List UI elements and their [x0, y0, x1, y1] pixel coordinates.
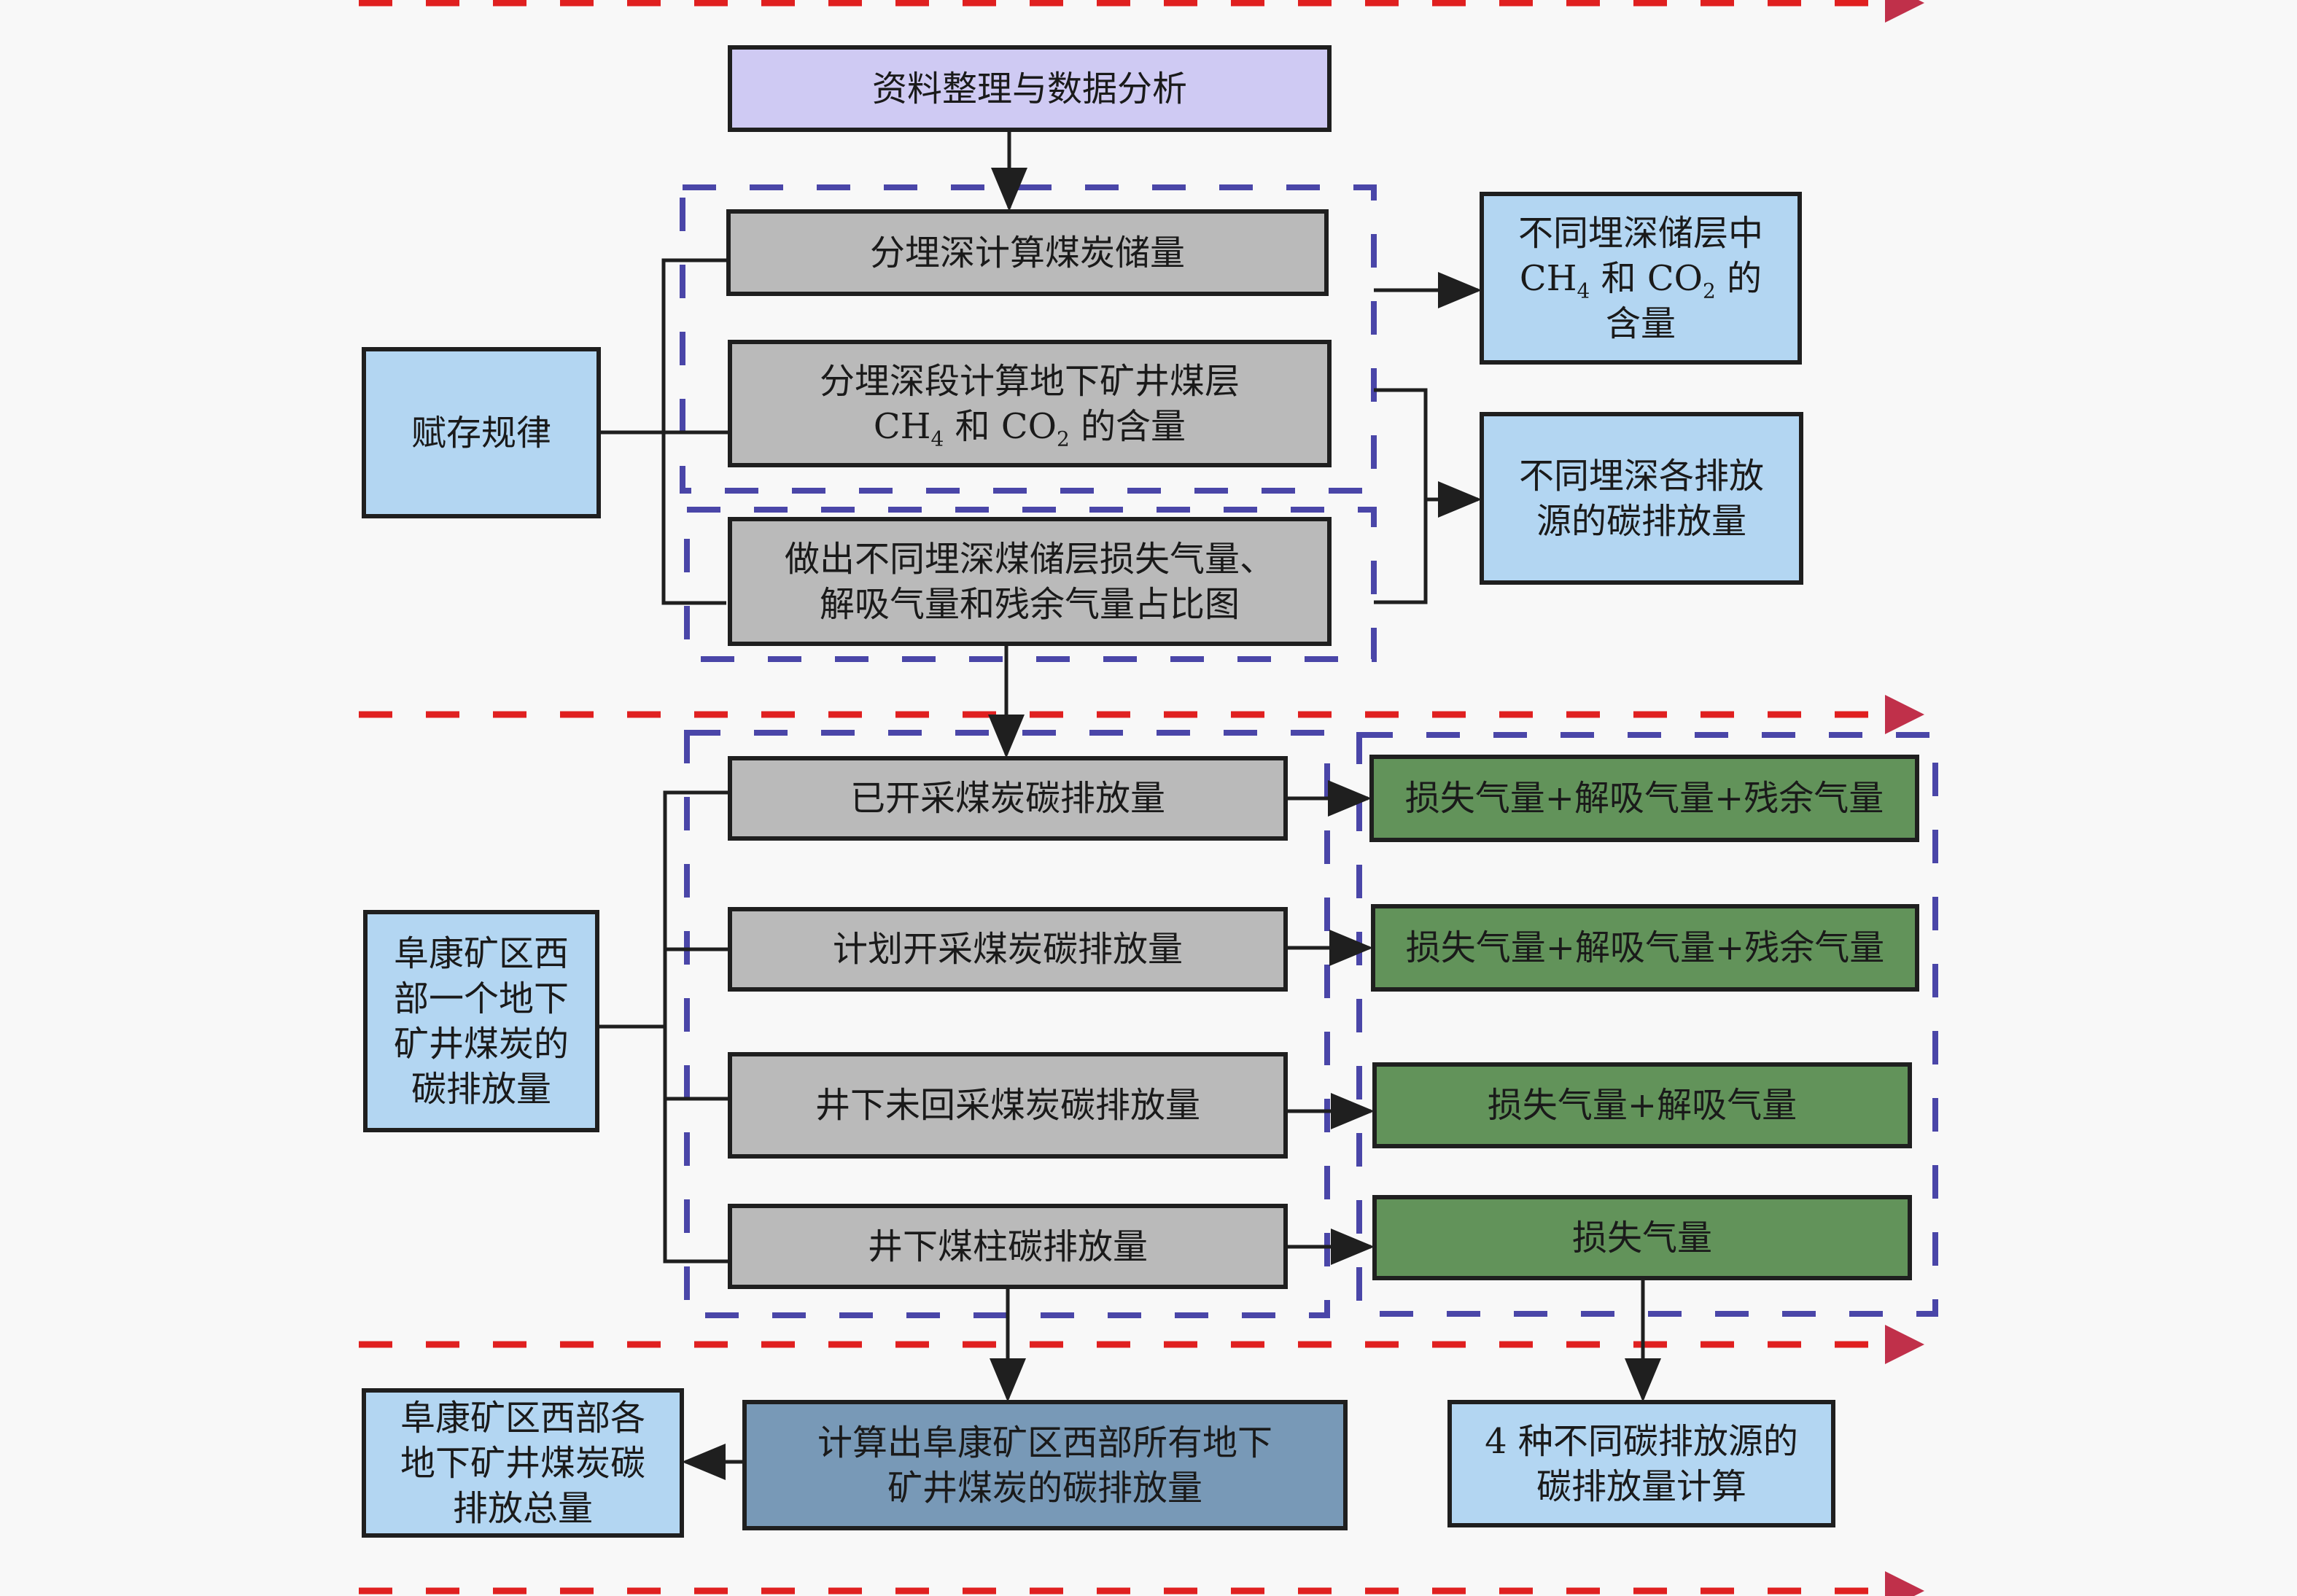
node-mine-emission: 阜康矿区西 部一个地下 矿井煤炭的 碳排放量	[363, 910, 599, 1132]
node-label: 赋存规律	[411, 412, 551, 454]
node-occurrence-law: 赋存规律	[362, 347, 601, 518]
node-gas-ratio-chart: 做出不同埋深煤储层损失气量、 解吸气量和残余气量占比图	[728, 517, 1332, 646]
group-outline-ratio-chart	[684, 507, 1377, 662]
node-coal-reserve-by-depth: 分埋深计算煤炭储量	[726, 209, 1329, 296]
node-formula-unrecovered: 损失气量+解吸气量	[1372, 1062, 1912, 1148]
node-label: 4 种不同碳排放源的 碳排放量计算	[1485, 1420, 1798, 1507]
node-formula-pillar: 损失气量	[1372, 1195, 1912, 1280]
edge-groups-bracket	[1374, 388, 1428, 604]
node-mined-coal: 已开采煤炭碳排放量	[728, 756, 1288, 841]
node-label: 计划开采煤炭碳排放量	[832, 929, 1183, 970]
node-label: 损失气量+解吸气量	[1487, 1085, 1797, 1126]
node-label: 井下煤柱碳排放量	[867, 1226, 1148, 1267]
node-planned-coal: 计划开采煤炭碳排放量	[728, 907, 1288, 992]
node-total-emission: 阜康矿区西部各 地下矿井煤炭碳 排放总量	[362, 1388, 684, 1538]
subscript: 2	[1702, 279, 1716, 303]
node-label: 损失气量+解吸气量+残余气量	[1405, 927, 1885, 968]
node-label: 损失气量+解吸气量+残余气量	[1404, 778, 1884, 819]
node-data-analysis: 资料整理与数据分析	[728, 45, 1332, 132]
edge-mine-bracket	[663, 790, 728, 1264]
node-formula-planned: 损失气量+解吸气量+残余气量	[1371, 904, 1919, 992]
node-label: 已开采煤炭碳排放量	[850, 778, 1165, 819]
node-formula-mined: 损失气量+解吸气量+残余气量	[1369, 755, 1919, 842]
node-coal-pillar: 井下煤柱碳排放量	[728, 1204, 1288, 1289]
section-dividers	[359, 0, 1924, 1596]
node-calc-all-mines: 计算出阜康矿区西部所有地下 矿井煤炭的碳排放量	[742, 1400, 1348, 1530]
node-emission-by-source-result: 不同埋深各排放 源的碳排放量	[1480, 412, 1803, 585]
group-outline-depth-calc	[680, 184, 1377, 494]
node-label: 阜康矿区西 部一个地下 矿井煤炭的 碳排放量	[393, 933, 569, 1110]
node-label: 阜康矿区西部各 地下矿井煤炭碳 排放总量	[400, 1397, 645, 1529]
node-label: 不同埋深各排放 源的碳排放量	[1518, 455, 1764, 542]
subscript: 2	[1056, 427, 1070, 451]
node-label: 分埋深计算煤炭储量	[869, 232, 1185, 273]
node-label: 井下未回采煤炭碳排放量	[815, 1085, 1200, 1126]
subscript: 4	[930, 427, 944, 451]
group-outline-formulas	[1356, 732, 1938, 1317]
node-label: 损失气量	[1571, 1217, 1712, 1258]
node-label: 做出不同埋深煤储层损失气量、 解吸气量和残余气量占比图	[784, 538, 1275, 625]
subscript: 4	[1577, 279, 1590, 303]
connectors	[599, 132, 1661, 1480]
node-unrecovered-coal: 井下未回采煤炭碳排放量	[728, 1052, 1288, 1159]
node-label: 资料整理与数据分析	[871, 68, 1187, 109]
node-four-sources: 4 种不同碳排放源的 碳排放量计算	[1447, 1400, 1835, 1527]
node-label: 计算出阜康矿区西部所有地下 矿井煤炭的碳排放量	[817, 1422, 1272, 1509]
